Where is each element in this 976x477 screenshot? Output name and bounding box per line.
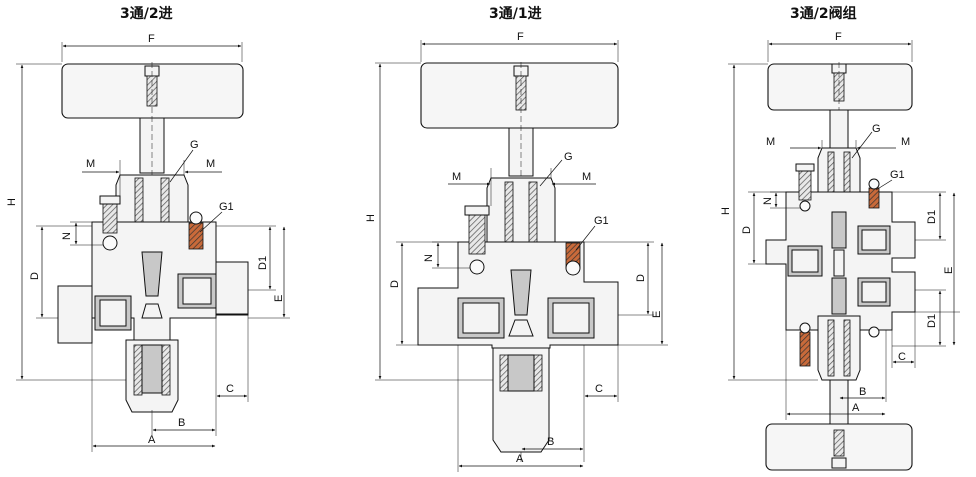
label-H-middle: H — [365, 214, 377, 222]
title-3way-2inlet: 3通/2进 — [120, 6, 173, 22]
label-B-middle: B — [547, 436, 554, 448]
label-B-left: B — [178, 417, 185, 429]
label-F-middle: F — [517, 31, 524, 43]
label-D1-left: D1 — [257, 256, 269, 270]
label-N-middle: N — [423, 254, 435, 262]
label-A-middle: A — [516, 453, 524, 465]
label-D-middle-right: D — [635, 274, 647, 282]
label-H-right: H — [720, 207, 732, 215]
label-N-right: N — [762, 197, 774, 205]
label-F-left: F — [148, 33, 155, 45]
label-G1-right: G1 — [890, 169, 905, 181]
label-M-middle-b: M — [582, 171, 591, 183]
label-M-left-a: M — [86, 158, 95, 170]
label-N-left: N — [61, 232, 73, 240]
label-F-right: F — [835, 31, 842, 43]
label-G-right: G — [872, 123, 881, 135]
label-E-right: E — [943, 267, 955, 274]
title-3way-2valve-manifold: 3通/2阀组 — [790, 6, 857, 22]
label-D-middle: D — [389, 280, 401, 288]
title-3way-1inlet: 3通/1进 — [489, 6, 542, 22]
label-G1-left: G1 — [219, 201, 234, 213]
label-M-right-a: M — [766, 136, 775, 148]
label-A-right: A — [852, 402, 860, 414]
label-E-left: E — [273, 295, 285, 302]
label-H-left: H — [6, 198, 18, 206]
label-B-right: B — [859, 386, 866, 398]
drawing-3way-1inlet — [375, 40, 668, 472]
label-M-left-b: M — [206, 158, 215, 170]
label-G1-middle: G1 — [594, 215, 609, 227]
drawing-3way-2valve-manifold — [728, 40, 960, 471]
label-A-left: A — [148, 434, 156, 446]
label-D-left: D — [29, 272, 41, 280]
label-G-middle: G — [564, 151, 573, 163]
label-D-right: D — [741, 226, 753, 234]
label-M-middle-a: M — [452, 171, 461, 183]
label-D1-right-lower: D1 — [926, 314, 938, 328]
label-E-middle: E — [651, 311, 663, 318]
label-C-left: C — [226, 383, 234, 395]
label-C-right: C — [898, 351, 906, 363]
drawing-3way-2inlet — [16, 42, 290, 452]
label-M-right-b: M — [901, 136, 910, 148]
label-D1-right-upper: D1 — [926, 210, 938, 224]
label-C-middle: C — [595, 383, 603, 395]
label-G-left: G — [190, 139, 199, 151]
